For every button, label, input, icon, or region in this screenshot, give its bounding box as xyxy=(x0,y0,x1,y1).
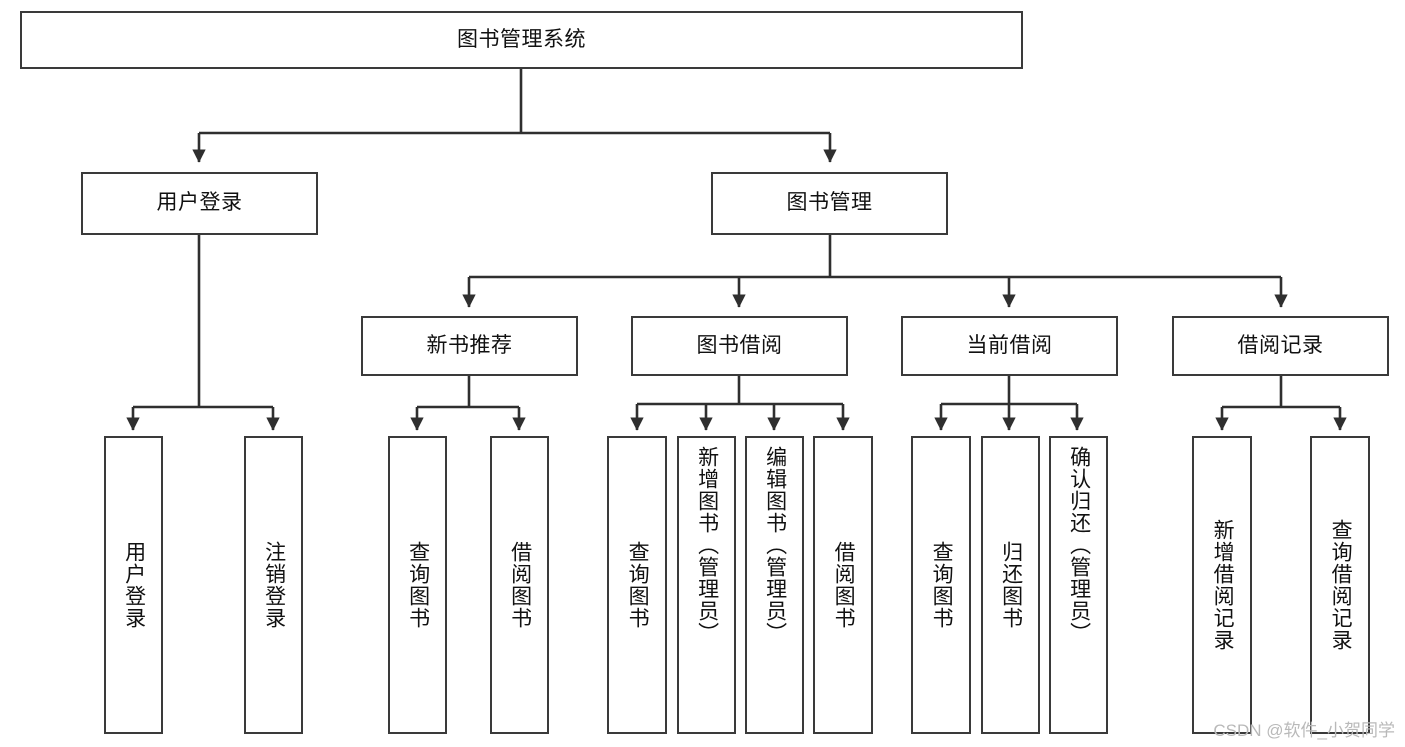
leaf-borrow-query-book-label: 查询图书 xyxy=(626,541,650,629)
leaf-current-return-book[interactable]: 归还图书 xyxy=(981,436,1040,734)
leaf-user-login-signin-label: 用户登录 xyxy=(122,541,146,629)
node-new-book-recommend[interactable]: 新书推荐 xyxy=(361,316,578,376)
leaf-user-login-signin[interactable]: 用户登录 xyxy=(104,436,163,734)
node-borrow-record-label: 借阅记录 xyxy=(1237,333,1324,357)
leaf-borrow-query-book[interactable]: 查询图书 xyxy=(607,436,667,734)
node-root-label: 图书管理系统 xyxy=(457,27,586,51)
node-borrow-record[interactable]: 借阅记录 xyxy=(1172,316,1389,376)
leaf-borrow-borrow-book-label: 借阅图书 xyxy=(832,541,856,629)
leaf-current-confirm-return-label: 确认归还（管理员） xyxy=(1067,446,1091,644)
node-book-management-label: 图书管理 xyxy=(786,191,873,215)
leaf-record-query-record-label: 查询借阅记录 xyxy=(1329,519,1353,651)
leaf-recommend-borrow-book[interactable]: 借阅图书 xyxy=(490,436,549,734)
node-root[interactable]: 图书管理系统 xyxy=(20,11,1023,69)
leaf-borrow-add-book-label: 新增图书（管理员） xyxy=(695,446,719,644)
leaf-borrow-edit-book[interactable]: 编辑图书（管理员） xyxy=(745,436,804,734)
leaf-borrow-edit-book-label: 编辑图书（管理员） xyxy=(763,446,787,644)
leaf-current-query-book-label: 查询图书 xyxy=(930,541,954,629)
leaf-borrow-borrow-book[interactable]: 借阅图书 xyxy=(813,436,873,734)
csdn-watermark: CSDN @软件_小贺同学 xyxy=(1213,721,1395,740)
leaf-recommend-query-book-label: 查询图书 xyxy=(406,541,430,629)
node-book-borrow-label: 图书借阅 xyxy=(696,333,783,357)
node-user-login-label: 用户登录 xyxy=(156,191,243,215)
leaf-borrow-add-book[interactable]: 新增图书（管理员） xyxy=(677,436,736,734)
node-book-management[interactable]: 图书管理 xyxy=(711,172,948,235)
leaf-record-add-record[interactable]: 新增借阅记录 xyxy=(1192,436,1252,734)
leaf-user-login-signout-label: 注销登录 xyxy=(262,541,286,629)
leaf-current-return-book-label: 归还图书 xyxy=(999,541,1023,629)
leaf-record-query-record[interactable]: 查询借阅记录 xyxy=(1310,436,1370,734)
leaf-record-add-record-label: 新增借阅记录 xyxy=(1211,519,1235,651)
leaf-recommend-query-book[interactable]: 查询图书 xyxy=(388,436,447,734)
leaf-recommend-borrow-book-label: 借阅图书 xyxy=(508,541,532,629)
leaf-current-query-book[interactable]: 查询图书 xyxy=(911,436,971,734)
node-book-borrow[interactable]: 图书借阅 xyxy=(631,316,848,376)
node-current-borrow[interactable]: 当前借阅 xyxy=(901,316,1118,376)
leaf-user-login-signout[interactable]: 注销登录 xyxy=(244,436,303,734)
node-current-borrow-label: 当前借阅 xyxy=(966,333,1053,357)
leaf-current-confirm-return[interactable]: 确认归还（管理员） xyxy=(1049,436,1108,734)
node-new-book-recommend-label: 新书推荐 xyxy=(426,333,513,357)
node-user-login[interactable]: 用户登录 xyxy=(81,172,318,235)
